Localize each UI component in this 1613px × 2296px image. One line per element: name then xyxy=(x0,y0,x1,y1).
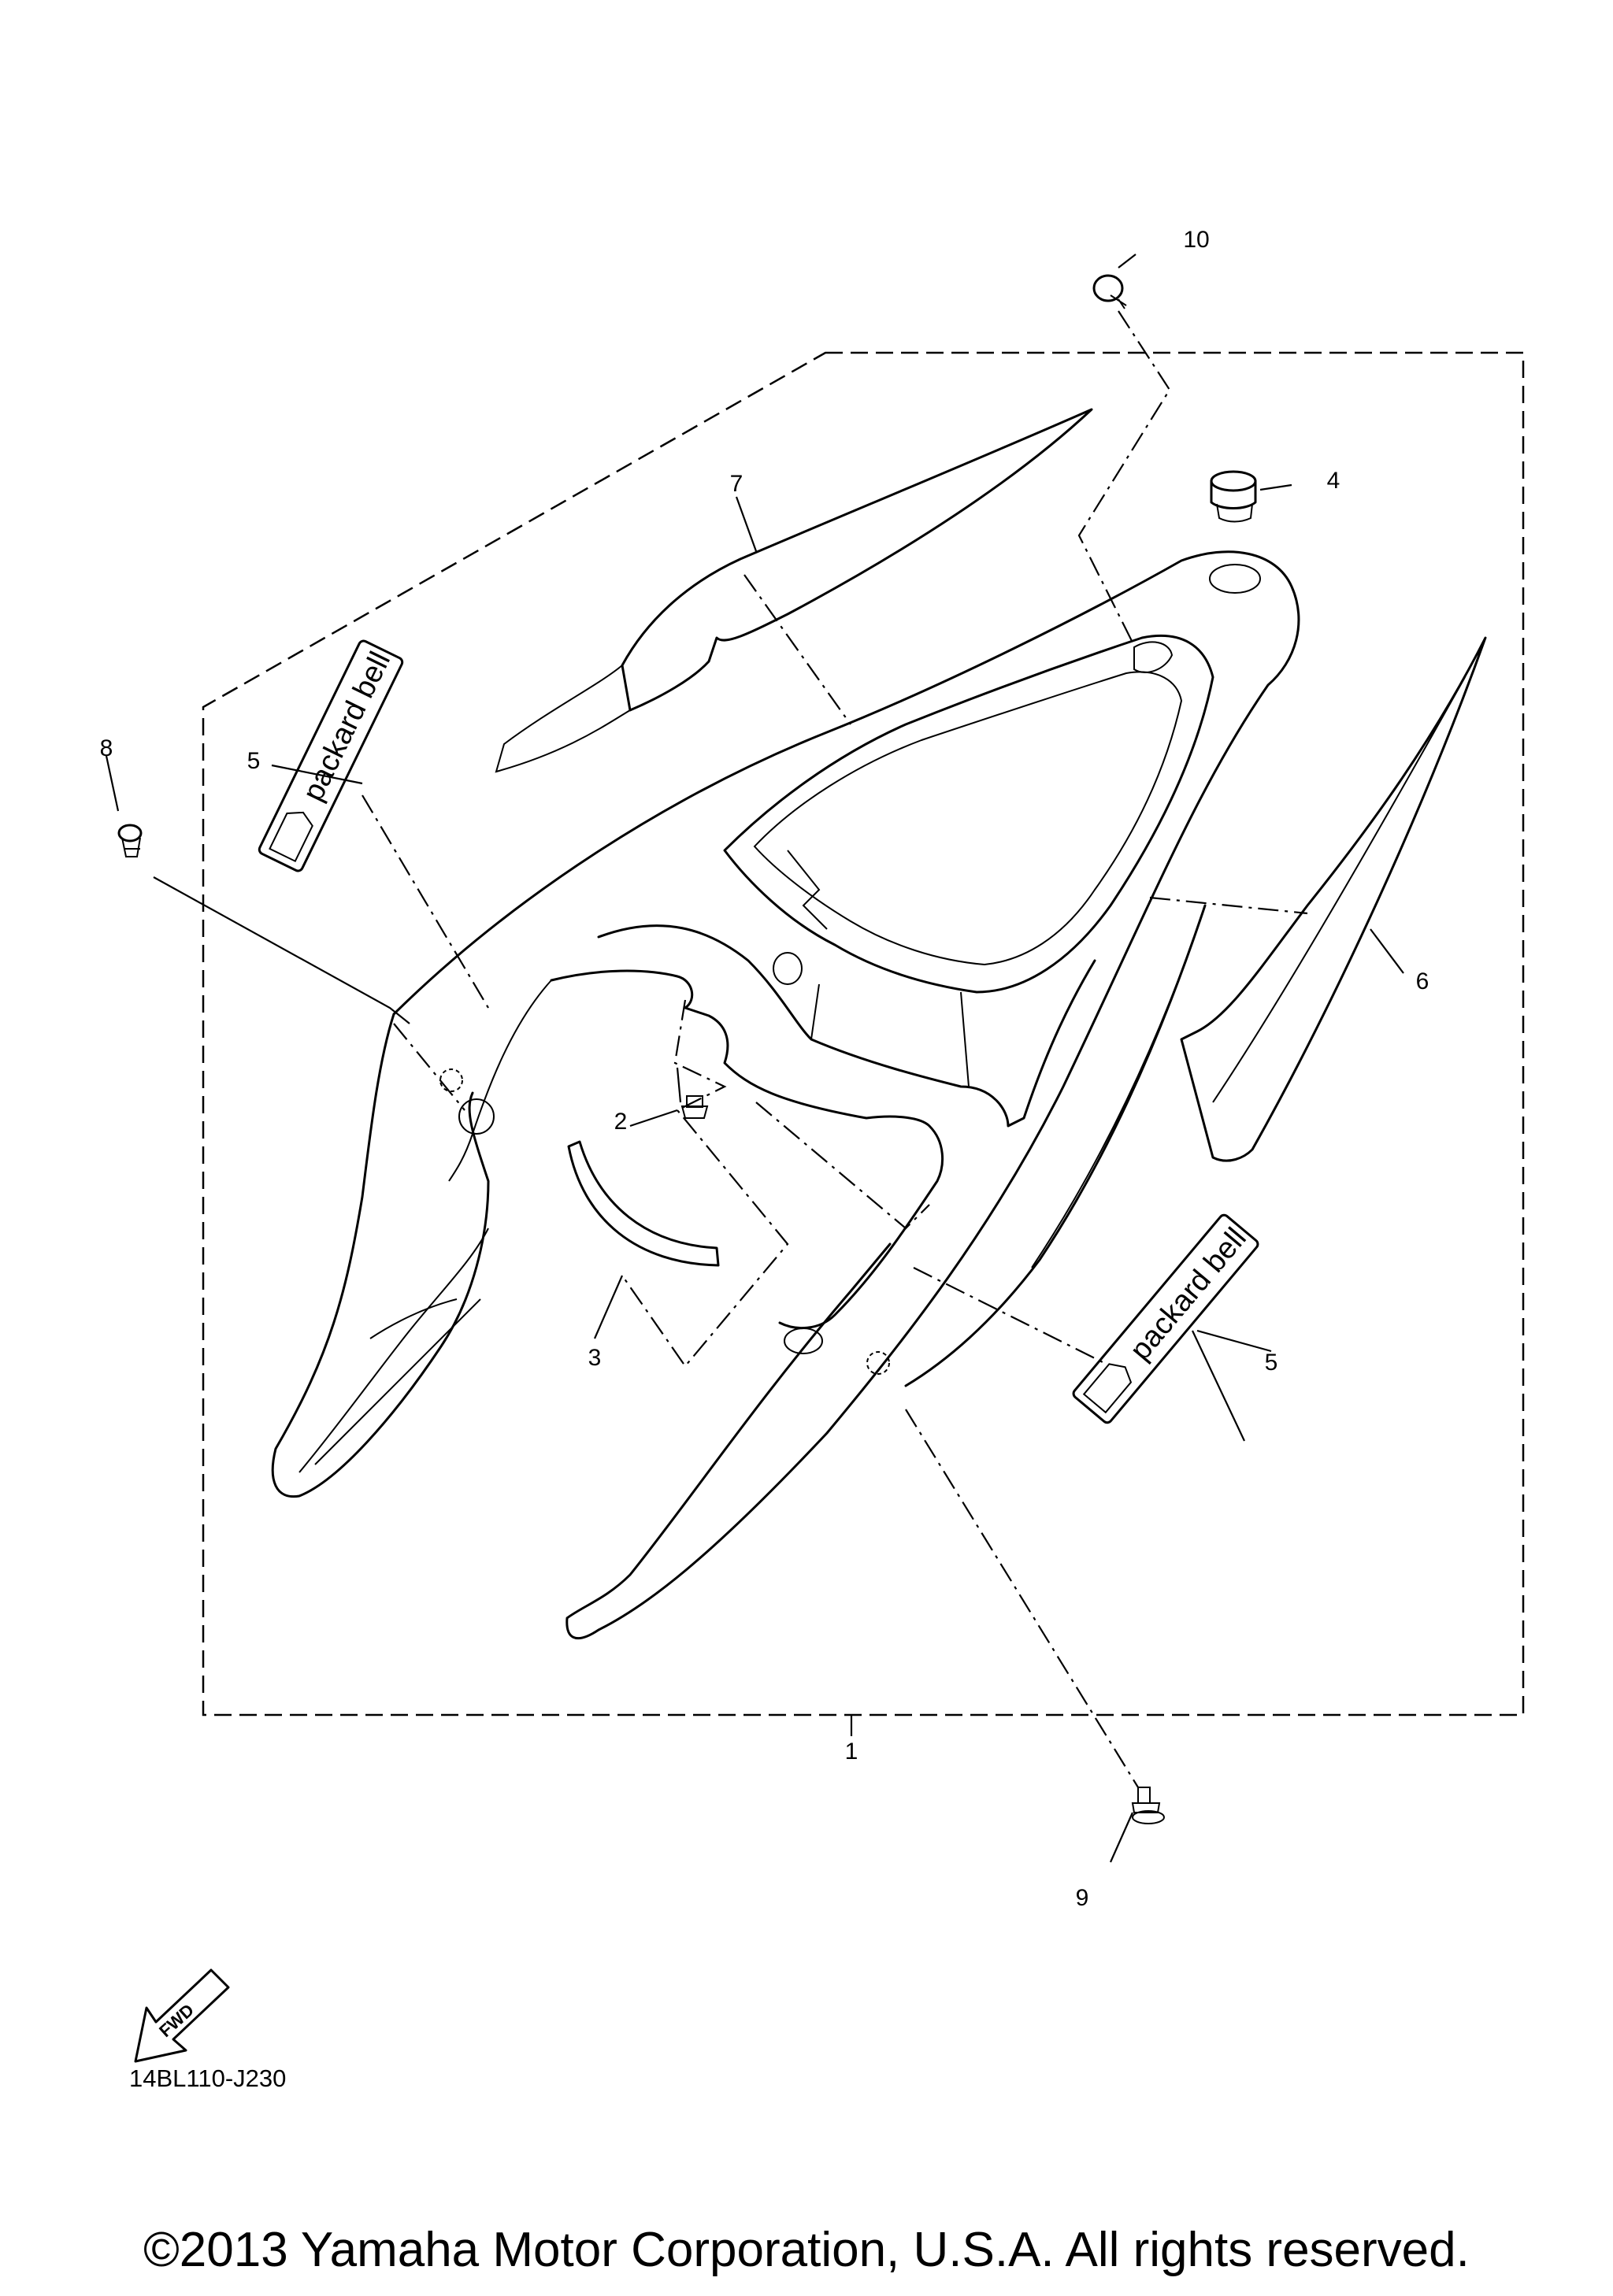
forward-arrow-icon: FWD xyxy=(134,1968,230,2063)
stripe-decal-side xyxy=(1180,636,1487,1162)
assembly-center-lines xyxy=(362,310,1308,1788)
stripe-decal-tail xyxy=(495,665,631,773)
cap xyxy=(1210,470,1257,523)
fastener-8 xyxy=(117,824,143,857)
callout-2: 2 xyxy=(614,1109,628,1135)
callout-labels: 1 2 3 4 5 5 6 7 8 9 10 xyxy=(100,227,1429,1911)
callout-1: 1 xyxy=(845,1739,858,1765)
callout-8: 8 xyxy=(100,735,113,761)
callout-3: 3 xyxy=(588,1345,602,1371)
fastener-9 xyxy=(1131,1787,1165,1824)
callout-9: 9 xyxy=(1076,1885,1089,1911)
callout-7: 7 xyxy=(730,471,743,497)
callout-10: 10 xyxy=(1183,227,1209,253)
callout-5-left: 5 xyxy=(247,748,261,774)
callout-4: 4 xyxy=(1327,468,1340,494)
callout-6: 6 xyxy=(1416,968,1429,994)
decal-right-text: packard bell xyxy=(1124,1222,1253,1367)
seal-strip xyxy=(567,1140,720,1267)
tail-cowl xyxy=(271,550,1300,1640)
assembly-boundary xyxy=(202,351,1525,1716)
leader-lines xyxy=(105,254,1404,1863)
fastener-10 xyxy=(1092,274,1127,309)
decal-right: packard bell xyxy=(1072,1213,1259,1424)
callout-5-right: 5 xyxy=(1265,1350,1278,1376)
decal-left: packard bell xyxy=(258,639,404,872)
stripe-decal-inner-line xyxy=(1212,676,1466,1103)
copyright-notice: ©2013 Yamaha Motor Corporation, U.S.A. A… xyxy=(143,2223,1470,2277)
diagram-code: 14BL110-J230 xyxy=(129,2065,287,2092)
stripe-decal-upper xyxy=(621,408,1093,712)
grommet xyxy=(680,1095,709,1119)
